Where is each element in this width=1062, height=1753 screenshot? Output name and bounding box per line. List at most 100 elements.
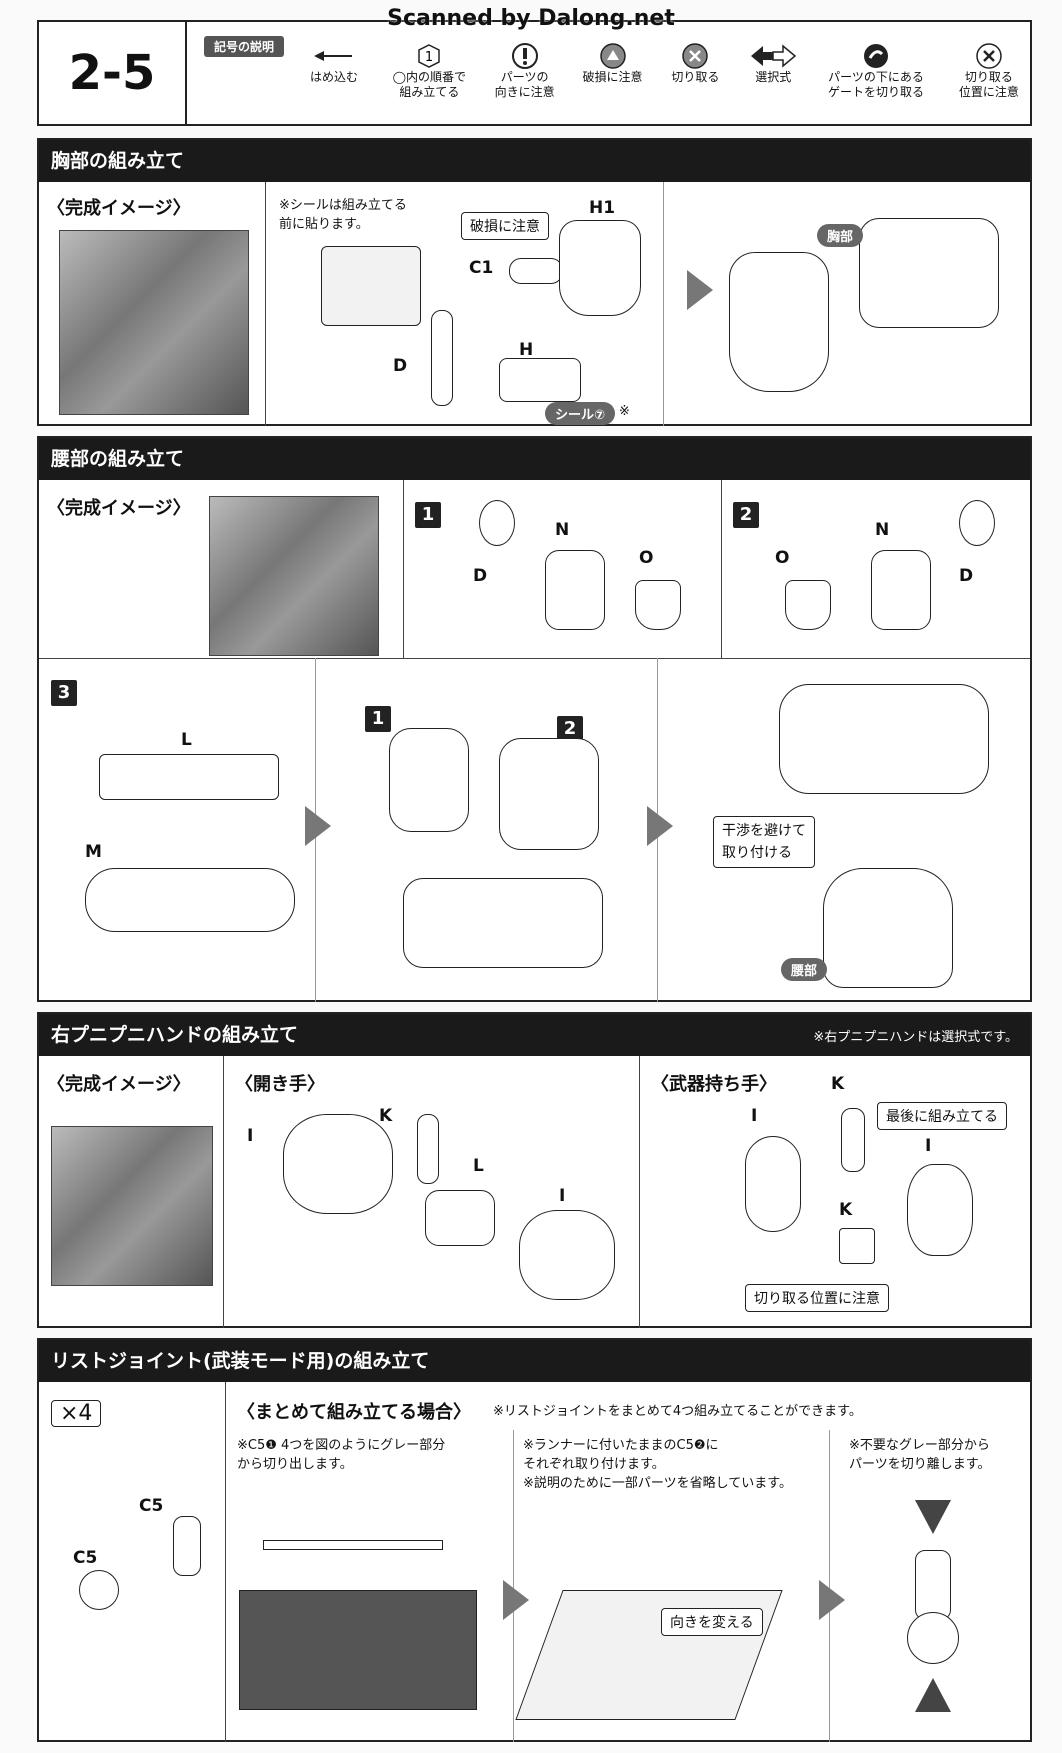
runner-grid-shape [239,1590,477,1710]
section-title: 腰部の組み立て [39,438,1030,480]
ribbon-shape [545,550,605,630]
waist-label: 腰部 [781,958,828,981]
sub-step-1: 1 [365,706,391,732]
part-h1-shape [559,220,641,316]
skirt-shape [85,868,295,932]
sticker-mark: ※ [619,404,630,419]
chest-back-shape [859,218,999,328]
legend-item: はめ込む [299,42,369,100]
arrow-right-icon [687,270,713,310]
damage-icon [599,43,626,69]
part-o1: O [775,548,790,568]
joint-shape [425,1190,495,1246]
part-d2: D [393,356,408,376]
waist-shape [823,868,953,988]
fist-shape [907,1164,973,1256]
step-3-number: 3 [51,680,77,706]
select-note: ※右プニプニハンドは選択式です。 [813,1030,1018,1045]
joint-peg-shape [173,1516,201,1576]
step-header: 2-5 記号の説明 はめ込む 1 ◯内の順番で 組み立てる パーツの 向きに注意… [37,20,1032,126]
joint-ball-shape [79,1570,119,1610]
wrist-section: リストジョイント(武装モード用)の組み立て ×4 C5 C5 〈まとめて組み立て… [37,1338,1032,1742]
step-2-number: 2 [733,502,759,528]
completed-image [209,496,379,656]
sticker-label: シール⑦ [545,402,616,425]
legend-label: はめ込む [309,70,358,84]
caution-label: 破損に注意 [461,212,549,240]
part-h-shape [499,358,581,402]
part-n3: N [875,520,890,540]
part-c1: C1 [469,258,494,278]
palm-shape [745,1136,801,1232]
legend-label: 切り取る 位置に注意 [958,70,1019,99]
arrow-right-icon [305,806,331,846]
peg-shape [417,1114,439,1184]
legend-label: パーツの下にある ゲートを切り取る [828,70,925,99]
ribbon-pair-shape [779,684,989,794]
legend-label: 選択式 [755,70,792,84]
part-c-shape [509,258,563,284]
part-h1: H [519,340,534,360]
chest-front-shape [729,252,829,392]
ribbon-shape [499,738,599,850]
cup-shape [635,580,681,630]
cup-shape [785,580,831,630]
completed-image [51,1126,213,1286]
skirt-shape [403,878,603,968]
svg-text:1: 1 [425,50,433,65]
step-b-note: ※ランナーに付いたままのC5❷に それぞれ取り付けます。 ※説明のために一部パー… [523,1438,792,1491]
cut-wedge-icon [915,1678,951,1712]
watermark: Scanned by Dalong.net [387,6,675,31]
legend-item: 選択式 [743,42,803,100]
belt-shape [99,754,279,800]
part-l3: L [473,1156,484,1176]
part-c5-1: C5 [73,1548,98,1568]
weapon-hand-label: 〈武器持ち手〉 [651,1074,777,1095]
cube-shape [839,1228,875,1264]
part-n3: N [555,520,570,540]
arrow-right-icon [647,806,673,846]
legend-item: 1 ◯内の順番で 組み立てる [387,42,472,100]
open-hand-label: 〈開き手〉 [235,1074,325,1095]
ribbon-shape [389,728,469,832]
order-circle-icon: 1 [418,44,441,68]
gate-cut-icon [864,44,889,68]
completed-image [59,230,249,415]
cut-wedge-icon [915,1500,951,1534]
part-i8: I [247,1126,254,1146]
legend-item: 切り取る 位置に注意 [949,42,1029,100]
last-note: 最後に組み立てる [877,1102,1007,1130]
legend-label: ◯内の順番で 組み立てる [392,70,467,99]
legend-title: 記号の説明 [204,36,285,57]
exclamation-circle-icon [511,43,538,69]
legend-item: パーツの 向きに注意 [490,42,560,100]
sticker-detail [321,246,421,326]
peg-shape [841,1108,865,1172]
sub-step-2: 2 [557,716,583,742]
palm-shape [283,1114,393,1214]
waist-section: 腰部の組み立て 〈完成イメージ〉 1 N D O 2 N O D 3 L M 1… [37,436,1032,1002]
legend-item: 破損に注意 [578,42,648,100]
part-k5: K [831,1074,845,1094]
ribbon-shape [871,550,931,630]
part-l9: L [181,730,192,750]
cut-position-note: 切り取る位置に注意 [745,1284,889,1312]
legend-label: パーツの 向きに注意 [494,70,555,99]
arrow-right-icon [819,1580,845,1620]
image-label: 〈完成イメージ〉 [47,498,191,519]
legend-item: 切り取る [665,42,725,100]
batch-note: ※リストジョイントをまとめて4つ組み立てることができます。 [493,1404,862,1419]
arrow-right-icon [503,1580,529,1620]
avoid-note: 干渉を避けて 取り付ける [713,816,815,868]
image-label: 〈完成イメージ〉 [47,198,191,219]
batch-label: 〈まとめて組み立てる場合〉 [237,1402,471,1423]
joint-peg-shape [915,1550,951,1620]
step-c-note: ※不要なグレー部分から パーツを切り離します。 [849,1438,991,1472]
chest-section: 胸部の組み立て 〈完成イメージ〉 ※シールは組み立てる 前に貼ります。 破損に注… [37,138,1032,426]
step-a-note: ※C5❶ 4つを図のようにグレー部分 から切り出します。 [237,1438,446,1472]
legend-label: 破損に注意 [582,70,643,84]
hand-section: 右プニプニハンドの組み立て 右プニプニハンドの組み立て ※右プニプニハンドは選択… [37,1012,1032,1328]
joint-ball-shape [907,1612,959,1664]
cut-position-icon [976,43,1002,69]
part-i11: I [559,1186,566,1206]
